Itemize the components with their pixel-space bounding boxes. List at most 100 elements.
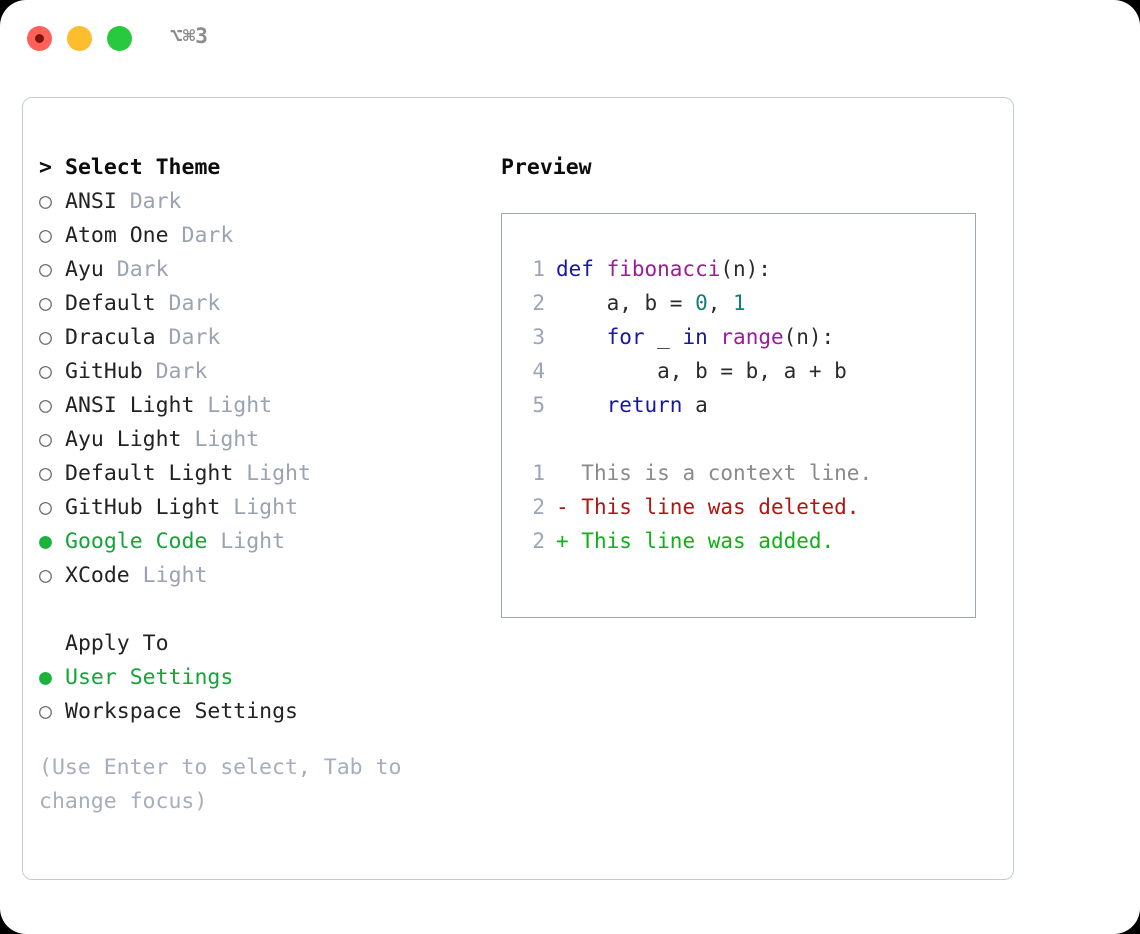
keyboard-hint-text: (Use Enter to select, Tab to change focu…	[39, 755, 402, 814]
theme-option-github-light[interactable]: ○ GitHub Light Light	[39, 491, 489, 525]
theme-option-atom-one[interactable]: ○ Atom One Dark	[39, 219, 489, 253]
code-line: 3 for _ in range(n):	[519, 320, 967, 354]
apply-to-option-container: ● User Settings ○ Workspace Settings	[39, 661, 489, 729]
zoom-button[interactable]	[107, 26, 132, 51]
theme-variant-badge: Light	[220, 495, 299, 520]
theme-option-label: Default	[65, 291, 156, 316]
radio-empty-icon: ○	[39, 325, 52, 350]
theme-option-label: Atom One	[65, 223, 169, 248]
line-number: 1	[532, 257, 545, 281]
apply-to-option-label: Workspace Settings	[65, 699, 298, 724]
theme-option-dracula[interactable]: ○Dracula Dark	[39, 321, 489, 355]
line-number: 2	[532, 495, 545, 519]
code-token-fn: range	[720, 325, 784, 349]
apply-to-heading-label: Apply To	[65, 631, 169, 656]
theme-option-label: XCode	[65, 563, 130, 588]
radio-empty-icon: ○	[39, 359, 52, 384]
theme-option-github[interactable]: ○ GitHub Dark	[39, 355, 489, 389]
theme-option-label: GitHub	[65, 359, 143, 384]
code-token-kw: in	[682, 325, 708, 349]
theme-option-default-light[interactable]: ○Default Light Light	[39, 457, 489, 491]
theme-option-ayu-light[interactable]: ○ Ayu Light Light	[39, 423, 489, 457]
title-shortcut-label: ⌥⌘3	[170, 24, 208, 48]
main-panel: >Select Theme ○ANSI Dark○Atom One Dark○A…	[22, 97, 1014, 880]
code-token-pln: a, b = b, a + b	[556, 359, 847, 383]
theme-variant-badge: Light	[181, 427, 260, 452]
line-number: 3	[532, 325, 545, 349]
radio-empty-icon: ○	[39, 699, 52, 724]
theme-variant-badge: Dark	[155, 325, 221, 350]
theme-option-ansi[interactable]: ○ ANSI Dark	[39, 185, 489, 219]
list-spacer	[39, 593, 489, 627]
code-token-pln: ,	[707, 291, 734, 315]
line-number: 2	[532, 291, 545, 315]
code-token-pln: (n):	[720, 257, 771, 281]
theme-option-xcode[interactable]: ○ XCode Light	[39, 559, 489, 593]
theme-variant-badge: Light	[129, 563, 208, 588]
diff-line-del: 2- This line was deleted.	[519, 490, 967, 524]
recording-indicator-icon	[35, 34, 44, 43]
radio-empty-icon: ○	[39, 393, 52, 418]
code-token-num: 0	[695, 291, 708, 315]
diff-line-add: 2+ This line was added.	[519, 524, 967, 558]
code-diff-separator	[519, 422, 967, 456]
diff-marker: -	[556, 495, 582, 519]
minimize-button[interactable]	[67, 26, 92, 51]
code-line: 5 return a	[519, 388, 967, 422]
radio-empty-icon: ○	[39, 427, 52, 452]
theme-option-ansi-light[interactable]: ○ANSI Light Light	[39, 389, 489, 423]
preview-label: Preview	[501, 155, 592, 180]
radio-empty-icon: ○	[39, 257, 52, 282]
theme-option-ayu[interactable]: ○ Ayu Dark	[39, 253, 489, 287]
line-number: 1	[532, 461, 545, 485]
code-token-pln: _	[644, 325, 683, 349]
code-line: 2 a, b = 0, 1	[519, 286, 967, 320]
apply-to-option-workspace-settings[interactable]: ○ Workspace Settings	[39, 695, 489, 729]
apply-to-indent	[39, 627, 65, 661]
theme-option-google-code[interactable]: ● Google Code Light	[39, 525, 489, 559]
theme-picker-heading-label: Select Theme	[65, 155, 221, 180]
theme-variant-badge: Light	[194, 393, 273, 418]
theme-option-container: ○ANSI Dark○Atom One Dark○Ayu Dark○Defaul…	[39, 185, 489, 593]
radio-empty-icon: ○	[39, 223, 52, 248]
theme-option-label: Ayu Light	[65, 427, 182, 452]
radio-selected-icon: ●	[39, 665, 52, 690]
theme-option-label: Ayu	[65, 257, 104, 282]
theme-option-default[interactable]: ○Default Dark	[39, 287, 489, 321]
radio-empty-icon: ○	[39, 563, 52, 588]
code-token-pln	[556, 325, 607, 349]
radio-selected-icon: ●	[39, 529, 52, 554]
radio-empty-icon: ○	[39, 189, 52, 214]
code-token-pln: a, b =	[556, 291, 696, 315]
theme-option-label: ANSI	[65, 189, 117, 214]
theme-option-label: Default Light	[65, 461, 234, 486]
theme-option-label: GitHub Light	[65, 495, 221, 520]
diff-text: This is a context line.	[581, 461, 873, 485]
radio-empty-icon: ○	[39, 495, 52, 520]
radio-empty-icon: ○	[39, 291, 52, 316]
theme-variant-badge: Light	[233, 461, 311, 486]
code-token-kw: for	[606, 325, 645, 349]
line-number: 4	[532, 359, 545, 383]
apply-to-option-label: User Settings	[65, 665, 234, 690]
apply-to-option-user-settings[interactable]: ● User Settings	[39, 661, 489, 695]
code-line: 4 a, b = b, a + b	[519, 354, 967, 388]
theme-variant-badge: Dark	[168, 223, 234, 248]
line-number: 5	[532, 393, 545, 417]
theme-variant-badge: Light	[207, 529, 286, 554]
theme-variant-badge: Dark	[142, 359, 208, 384]
code-token-pln	[708, 325, 721, 349]
caret-icon: >	[39, 155, 52, 180]
titlebar: ⌥⌘3	[0, 0, 1140, 78]
code-token-pln: a	[682, 393, 708, 417]
code-token-kw: return	[606, 393, 683, 417]
theme-variant-badge: Dark	[103, 257, 169, 282]
code-token-kw: def	[556, 257, 607, 281]
theme-option-label: Google Code	[65, 529, 208, 554]
theme-picker-heading: > Select Theme	[39, 151, 489, 185]
code-token-num: 1	[733, 291, 746, 315]
theme-variant-badge: Dark	[116, 189, 182, 214]
diff-line-ctx: 1 This is a context line.	[519, 456, 967, 490]
